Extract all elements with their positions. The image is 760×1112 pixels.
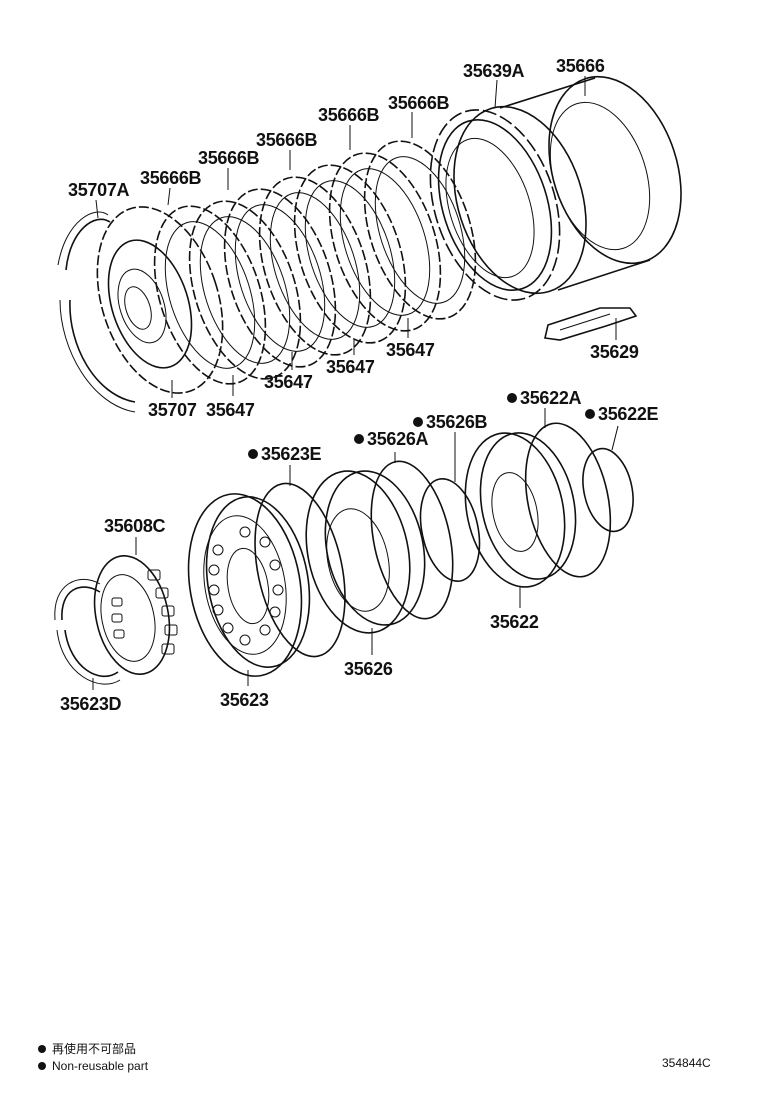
o-ring-35622A bbox=[524, 422, 612, 578]
label-35666B: 35666B bbox=[198, 148, 260, 168]
spring-retainer-35608C bbox=[93, 555, 178, 675]
label-35622A: 35622A bbox=[520, 388, 582, 408]
label-35666B: 35666B bbox=[140, 168, 202, 188]
label-35666: 35666 bbox=[556, 56, 605, 76]
label-35647: 35647 bbox=[386, 340, 435, 360]
label-35623D: 35623D bbox=[60, 694, 122, 714]
label-35639A: 35639A bbox=[463, 61, 525, 81]
non-reusable-dot bbox=[354, 434, 364, 444]
piston-35626 bbox=[305, 470, 426, 634]
legend-row-en: Non-reusable part bbox=[38, 1057, 148, 1074]
label-35666B: 35666B bbox=[318, 105, 380, 125]
o-ring-35623E bbox=[254, 482, 346, 658]
label-35623E: 35623E bbox=[261, 444, 322, 464]
clutch-drum-35666 bbox=[453, 75, 682, 295]
label-35623: 35623 bbox=[220, 690, 269, 710]
leader-lines bbox=[92, 76, 619, 690]
label-35629: 35629 bbox=[590, 342, 639, 362]
non-reusable-dot bbox=[507, 393, 517, 403]
clutch-disc-stack bbox=[96, 140, 477, 394]
label-35666B: 35666B bbox=[256, 130, 318, 150]
part-labels: 35639A 35666 35666B 35666B 35666B 35666B… bbox=[60, 56, 659, 714]
label-35707: 35707 bbox=[148, 400, 197, 420]
part-35629 bbox=[544, 307, 638, 341]
piston-35622 bbox=[464, 432, 577, 588]
bullet-icon bbox=[38, 1061, 46, 1070]
non-reusable-dot bbox=[585, 409, 595, 419]
label-35622E: 35622E bbox=[598, 404, 659, 424]
flange-plate-35639A bbox=[429, 109, 561, 301]
label-35608C: 35608C bbox=[104, 516, 166, 536]
legend-row-ja: 再使用不可部品 bbox=[38, 1040, 148, 1057]
snap-ring-35623D bbox=[54, 578, 121, 685]
label-35647: 35647 bbox=[206, 400, 255, 420]
non-reusable-markers bbox=[248, 393, 595, 459]
bullet-icon bbox=[38, 1044, 46, 1053]
piston-35623 bbox=[187, 493, 311, 677]
non-reusable-dot bbox=[248, 449, 258, 459]
legend-text-en: Non-reusable part bbox=[52, 1058, 149, 1073]
label-35622: 35622 bbox=[490, 612, 539, 632]
legend: 再使用不可部品 Non-reusable part bbox=[38, 1040, 148, 1074]
o-ring-35622E bbox=[582, 447, 634, 533]
label-35647: 35647 bbox=[264, 372, 313, 392]
snap-ring-35707A bbox=[57, 211, 136, 413]
illustration-code: 354844C bbox=[662, 1056, 711, 1070]
label-35626A: 35626A bbox=[367, 429, 429, 449]
label-35626: 35626 bbox=[344, 659, 393, 679]
label-35647: 35647 bbox=[326, 357, 375, 377]
o-ring-35626B bbox=[419, 478, 481, 582]
label-35666B: 35666B bbox=[388, 93, 450, 113]
legend-text-ja: 再使用不可部品 bbox=[52, 1042, 137, 1056]
label-35707A: 35707A bbox=[68, 180, 130, 200]
label-35626B: 35626B bbox=[426, 412, 488, 432]
non-reusable-dot bbox=[413, 417, 423, 427]
